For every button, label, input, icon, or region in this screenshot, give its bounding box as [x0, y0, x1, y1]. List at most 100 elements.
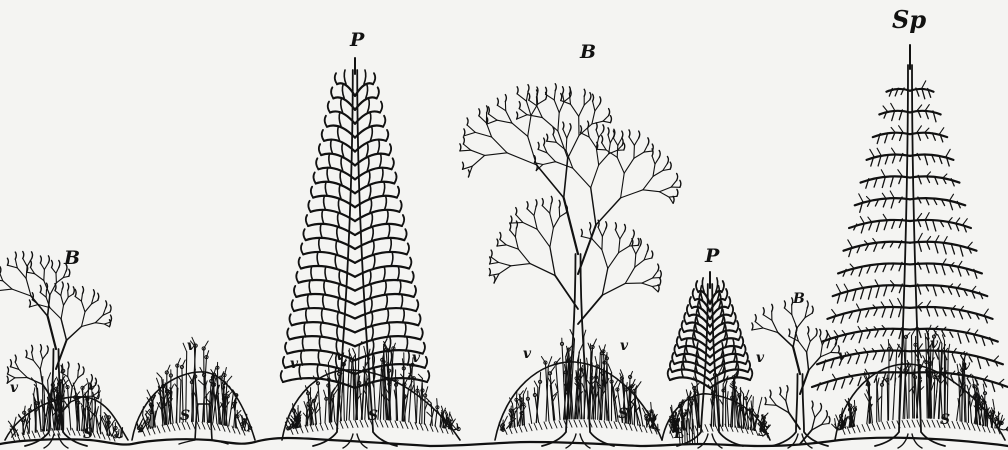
branch-tip [658, 264, 659, 271]
branch [608, 135, 610, 143]
ground-hatch [594, 420, 597, 427]
branch [308, 224, 355, 235]
branch-tip [411, 272, 413, 283]
branch-tip [570, 124, 571, 131]
shrub-stem [318, 383, 321, 423]
branch [515, 228, 516, 237]
branch [17, 268, 26, 279]
root [898, 434, 908, 448]
branch [26, 357, 33, 360]
twig [324, 281, 326, 295]
needle-twig [967, 378, 970, 384]
needle-twig [851, 334, 854, 339]
branch [798, 341, 806, 352]
branch [784, 308, 791, 315]
branch [547, 141, 557, 142]
branch-tip [69, 269, 70, 276]
branch [752, 328, 763, 330]
twig [319, 238, 321, 252]
twig [319, 337, 321, 351]
ground-hatch [529, 424, 532, 431]
branch [642, 278, 653, 283]
branch [634, 145, 635, 158]
ground-hatch [892, 421, 895, 428]
branch [330, 111, 355, 123]
branch [463, 144, 471, 150]
shrub-twig [227, 376, 232, 382]
branch-tip [10, 360, 11, 367]
shrub-stem [359, 383, 362, 419]
shrub-twig [936, 391, 937, 398]
needle-twig [940, 128, 944, 134]
ground-hatch [380, 420, 383, 427]
branch [40, 292, 46, 297]
needle-twig [918, 302, 922, 306]
shrub-stem [325, 399, 326, 423]
branch-tip [659, 150, 660, 157]
branch-tip [632, 239, 633, 246]
needle-twig [949, 288, 952, 294]
ground-hatch [715, 424, 718, 431]
needle-twig [843, 335, 846, 342]
twig [325, 182, 327, 196]
twig [323, 295, 325, 309]
shrub-twig [596, 368, 597, 374]
twig [389, 337, 391, 351]
needle-twig [933, 286, 936, 296]
branch [67, 327, 82, 341]
branch [910, 307, 993, 319]
branch [529, 100, 537, 106]
branch-tip [820, 329, 821, 336]
branch [32, 352, 34, 360]
ground-hatch [887, 422, 890, 429]
twig [409, 365, 411, 379]
mounds [5, 362, 1005, 440]
branch-tip [610, 116, 611, 123]
needle-twig [918, 233, 922, 240]
twig [384, 281, 386, 295]
branch [770, 397, 776, 405]
ground-hatch [867, 424, 870, 431]
branch [0, 274, 3, 281]
needle-twig [899, 126, 903, 132]
branch [602, 236, 603, 249]
branch [643, 190, 660, 192]
branch-tip [808, 327, 809, 334]
shrub-twig [228, 392, 232, 397]
needle-twig [877, 222, 880, 232]
branch-tip [285, 343, 287, 354]
branch-tip [409, 258, 411, 269]
branch-tip [30, 260, 31, 267]
twig [317, 365, 319, 379]
needle-twig [925, 213, 929, 220]
ground-hatch [559, 421, 562, 428]
branch-tip [551, 196, 552, 203]
branch [475, 132, 491, 137]
branch [564, 158, 568, 198]
needle-twig [883, 374, 886, 384]
branch-tip [624, 143, 625, 150]
branch [472, 155, 484, 166]
branch [588, 128, 590, 137]
shrub-twig [925, 334, 926, 339]
branch [44, 270, 45, 281]
branch [61, 305, 63, 319]
needle-twig [891, 372, 894, 380]
branch-tip [639, 131, 640, 138]
ground-hatch [425, 424, 428, 431]
branch-tip [680, 180, 681, 187]
branch [550, 247, 555, 276]
branch [815, 411, 821, 418]
branch-tip [313, 172, 315, 183]
branch [61, 319, 66, 340]
needle-twig [978, 358, 981, 369]
branch [592, 121, 603, 124]
birch-left [0, 252, 111, 448]
ground-hatch [569, 420, 572, 427]
branch-tip [746, 353, 748, 364]
branch [55, 291, 61, 296]
needle-twig [883, 330, 886, 336]
needle-twig [984, 309, 988, 315]
twig [304, 323, 306, 337]
